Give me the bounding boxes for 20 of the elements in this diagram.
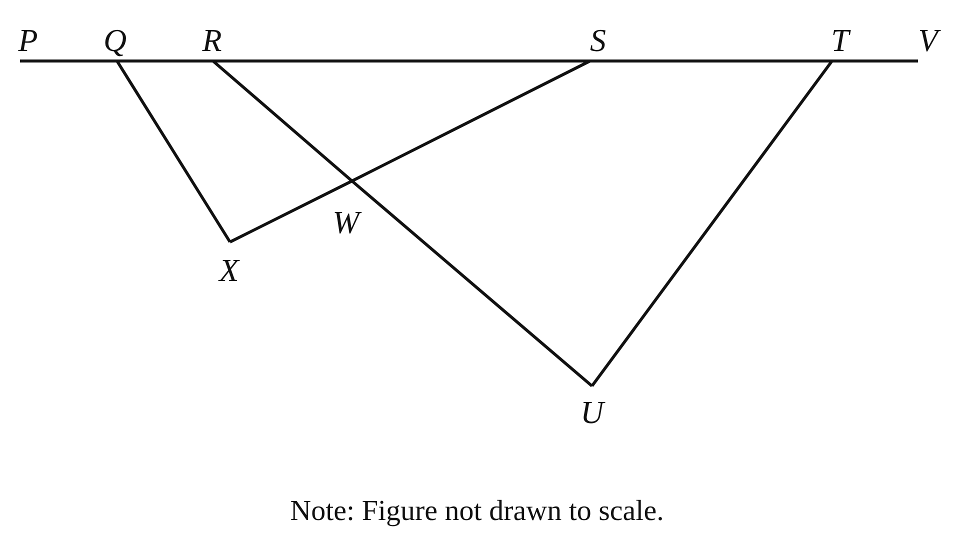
line-segment	[832, 60, 918, 62]
line-segment	[590, 60, 832, 62]
point-label: S	[590, 24, 606, 56]
point-label: T	[831, 24, 849, 56]
line-segment	[213, 60, 590, 62]
point-label: X	[219, 254, 239, 286]
caption: Note: Figure not drawn to scale.	[289, 495, 665, 528]
line-segment	[212, 60, 353, 182]
point-label: W	[332, 206, 360, 238]
line-segment	[590, 60, 834, 387]
line-segment	[20, 60, 117, 62]
point-label: R	[202, 24, 222, 56]
point-label: Q	[103, 24, 127, 56]
point-label: P	[18, 24, 38, 56]
line-segment	[116, 60, 232, 243]
line-segment	[351, 180, 593, 388]
line-segment	[117, 60, 213, 62]
line-segment	[351, 60, 591, 182]
line-segment	[229, 180, 353, 244]
point-label: U	[580, 396, 604, 428]
